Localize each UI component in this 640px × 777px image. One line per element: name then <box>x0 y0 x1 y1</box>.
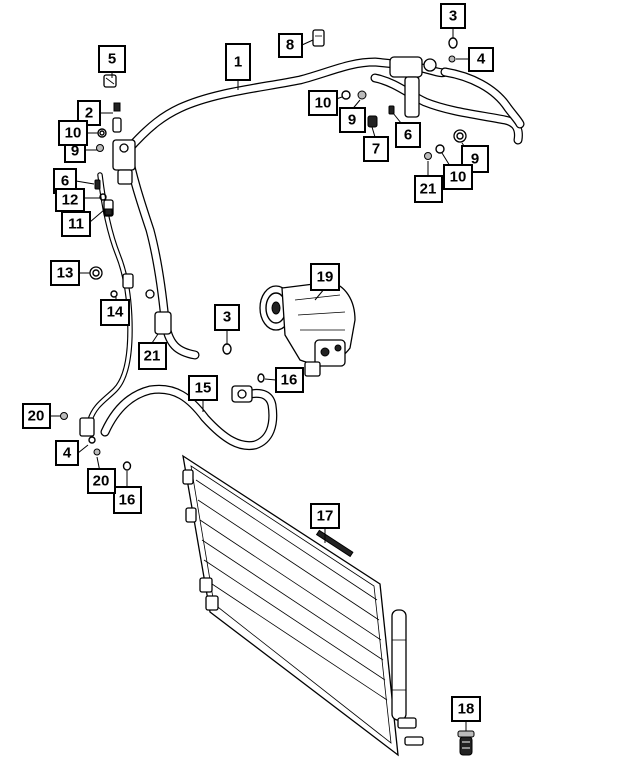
callout-11: 11 <box>61 211 91 237</box>
callout-10-mid: 10 <box>308 90 338 116</box>
clip-part-8 <box>312 29 325 47</box>
seal-part-9-right <box>453 129 467 143</box>
callout-20-left-label: 20 <box>28 408 45 425</box>
callout-20-low: 20 <box>87 468 116 494</box>
o-ring-part-10-left <box>97 128 107 138</box>
callout-16-mid: 16 <box>275 367 304 393</box>
valve-part-2 <box>112 102 122 133</box>
callout-19: 19 <box>310 263 340 291</box>
callout-2: 2 <box>77 100 101 126</box>
discharge-line <box>100 384 278 451</box>
callout-10-right: 10 <box>443 164 473 190</box>
callout-10-mid-label: 10 <box>315 95 332 112</box>
callout-21-right-label: 21 <box>420 181 437 198</box>
ac-compressor <box>259 281 356 377</box>
seal-part-9-mid <box>357 90 367 100</box>
callout-1-label: 1 <box>234 54 242 71</box>
callout-16-low-label: 16 <box>119 492 136 509</box>
callout-13: 13 <box>50 260 80 286</box>
callout-3-top: 3 <box>440 3 466 29</box>
callout-7: 7 <box>363 136 389 162</box>
callout-20-left: 20 <box>22 403 51 429</box>
callout-5-label: 5 <box>108 51 116 68</box>
bracket-part-21-left <box>154 311 172 335</box>
ring-part-12 <box>99 193 107 201</box>
valve-part-7 <box>367 115 378 128</box>
callout-13-label: 13 <box>57 265 74 282</box>
o-ring-part-16-mid <box>257 373 265 383</box>
o-ring-part-10-right <box>435 144 445 154</box>
callout-15-label: 15 <box>195 380 212 397</box>
callout-6-right: 6 <box>395 122 421 148</box>
callout-12-label: 12 <box>62 192 79 209</box>
callout-6-left-label: 6 <box>61 173 69 190</box>
callout-17-label: 17 <box>317 508 334 525</box>
callout-20-low-label: 20 <box>93 473 110 490</box>
liquid-line <box>87 172 133 423</box>
callout-14-label: 14 <box>107 304 124 321</box>
callout-21-right: 21 <box>414 175 443 203</box>
callout-21-left-label: 21 <box>144 348 161 365</box>
pressure-switch-part-11 <box>103 199 114 217</box>
callout-10-right-label: 10 <box>450 169 467 186</box>
callout-3-mid-label: 3 <box>223 309 231 326</box>
leader-lines <box>50 28 469 731</box>
callout-9-right-label: 9 <box>471 151 479 168</box>
callout-11-label: 11 <box>68 216 84 233</box>
callout-4-top-label: 4 <box>477 51 486 68</box>
callout-14: 14 <box>100 299 130 326</box>
callout-21-left: 21 <box>138 342 167 370</box>
fitting-part-15-end <box>231 385 253 403</box>
callout-16-low: 16 <box>113 486 142 514</box>
callout-18: 18 <box>451 696 481 722</box>
callout-8: 8 <box>278 33 303 58</box>
callout-10-left-label: 10 <box>65 125 82 142</box>
o-ring-part-16-low <box>122 461 132 471</box>
callout-4-top: 4 <box>468 47 494 72</box>
fitting-part-14 <box>110 273 134 298</box>
seal-part-9-left <box>96 144 104 152</box>
callout-8-label: 8 <box>286 37 294 54</box>
desiccant-filter-part-18 <box>457 730 475 756</box>
callout-9-left-label: 9 <box>71 143 79 160</box>
callout-3-top-label: 3 <box>449 8 457 25</box>
callout-10-left: 10 <box>58 120 88 146</box>
callout-5: 5 <box>98 45 126 73</box>
callout-16-mid-label: 16 <box>281 372 298 389</box>
callout-12: 12 <box>55 188 85 212</box>
bolt-part-20-left <box>60 412 68 420</box>
callout-7-label: 7 <box>372 141 380 158</box>
condenser <box>182 454 424 757</box>
fitting-part-20-low <box>79 417 101 456</box>
o-ring-part-10-mid <box>341 90 351 100</box>
o-ring-part-3-top <box>448 37 458 49</box>
callout-9-mid-label: 9 <box>348 112 356 129</box>
block-fitting-upper-left <box>112 139 136 185</box>
callout-3-mid: 3 <box>214 304 240 331</box>
callout-4-low-label: 4 <box>63 445 72 462</box>
callout-18-label: 18 <box>458 701 475 718</box>
valve-cap-part-6-left <box>94 179 101 190</box>
callout-17: 17 <box>310 503 340 529</box>
block-fitting-upper-right <box>389 56 437 118</box>
callout-4-low: 4 <box>55 440 79 466</box>
callout-19-label: 19 <box>317 269 334 286</box>
callout-9-mid: 9 <box>339 107 366 133</box>
callout-2-label: 2 <box>85 105 93 122</box>
valve-cap-part-6-right <box>388 105 395 115</box>
seal-left-mid <box>145 289 155 299</box>
o-ring-part-4-top <box>448 55 456 63</box>
callout-15: 15 <box>188 375 218 401</box>
o-ring-part-3-mid <box>222 343 232 355</box>
clip-part-5 <box>103 74 117 88</box>
seal-part-21-right <box>424 152 432 160</box>
callout-6-right-label: 6 <box>404 127 412 144</box>
nut-part-13 <box>89 266 103 280</box>
callout-1: 1 <box>225 43 251 81</box>
